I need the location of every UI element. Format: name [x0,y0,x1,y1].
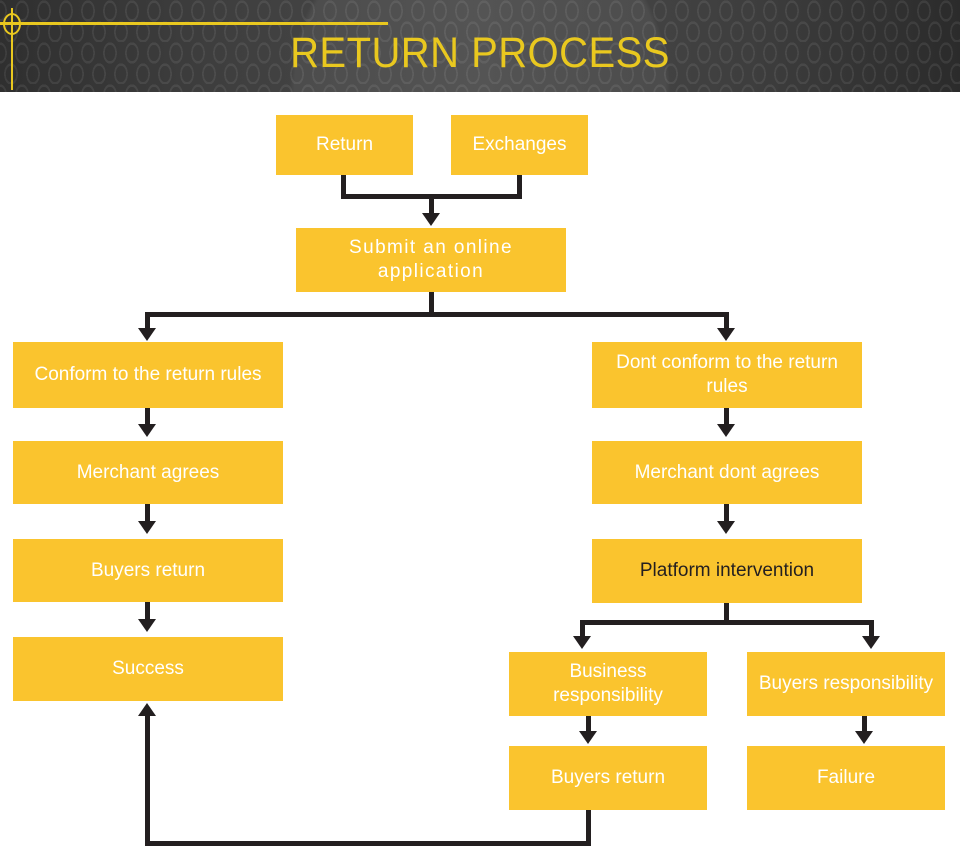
header-circle-marker-icon [3,13,21,35]
arrow-into-platform-icon [717,521,735,534]
arrow-into-submit-icon [422,213,440,226]
arrow-into-merchant-agrees-icon [138,424,156,437]
edge-buyers-resp-to-failure [862,716,867,732]
edge-platform-fork-stem [724,603,729,625]
edge-platform-fork-bar [580,620,874,625]
edge-submit-fork-bar [145,312,729,317]
edge-merchant-dont-agrees-to-platform [724,504,729,522]
edge-feedback-down [586,810,591,846]
edge-feedback-up [145,716,150,846]
edge-buyers-return-to-success [145,602,150,620]
node-buyers-responsibility[interactable]: Buyers responsibility [747,652,945,716]
node-conform-to-return-rules[interactable]: Conform to the return rules [13,342,283,408]
edge-conform-to-merchant-agrees [145,408,150,426]
node-exchanges[interactable]: Exchanges [451,115,588,175]
node-submit-application[interactable]: Submit an online application [296,228,566,292]
arrow-into-business-responsibility-icon [573,636,591,649]
edge-fork-left-drop [145,312,150,330]
edge-feedback-horizontal [145,841,591,846]
edge-exchanges-to-merge-stem [517,175,522,199]
edge-platform-fork-left-drop [580,620,585,638]
edge-merchant-agrees-to-buyers-return [145,504,150,522]
arrow-into-buyers-return-left-icon [138,521,156,534]
header-horizontal-rule-icon [0,22,388,25]
arrow-into-buyers-return-bottom-icon [579,731,597,744]
node-dont-conform-to-return-rules[interactable]: Dont conform to the return rules [592,342,862,408]
node-failure[interactable]: Failure [747,746,945,810]
arrow-into-conform-icon [138,328,156,341]
node-buyers-return-left[interactable]: Buyers return [13,539,283,602]
arrow-into-merchant-dont-agrees-icon [717,424,735,437]
edge-dont-conform-to-merchant-dont-agrees [724,408,729,426]
arrow-feedback-into-success-icon [138,703,156,716]
node-business-responsibility[interactable]: Business responsibility [509,652,707,716]
arrow-into-failure-icon [855,731,873,744]
node-merchant-agrees[interactable]: Merchant agrees [13,441,283,504]
edge-fork-right-drop [724,312,729,330]
edge-business-resp-to-buyers-return [586,716,591,732]
edge-return-to-merge-stem [341,175,346,199]
node-platform-intervention[interactable]: Platform intervention [592,539,862,603]
header-vertical-rule-icon [11,8,13,90]
arrow-into-dont-conform-icon [717,328,735,341]
edge-submit-fork-stem [429,292,434,317]
edge-platform-fork-right-drop [869,620,874,638]
page-header: RETURN PROCESS [0,0,960,92]
node-success[interactable]: Success [13,637,283,701]
node-return[interactable]: Return [276,115,413,175]
arrow-into-buyers-responsibility-icon [862,636,880,649]
arrow-into-success-icon [138,619,156,632]
node-merchant-dont-agrees[interactable]: Merchant dont agrees [592,441,862,504]
page-title: RETURN PROCESS [290,29,670,77]
node-buyers-return-bottom[interactable]: Buyers return [509,746,707,810]
edge-merge-to-submit-stem [429,194,434,216]
